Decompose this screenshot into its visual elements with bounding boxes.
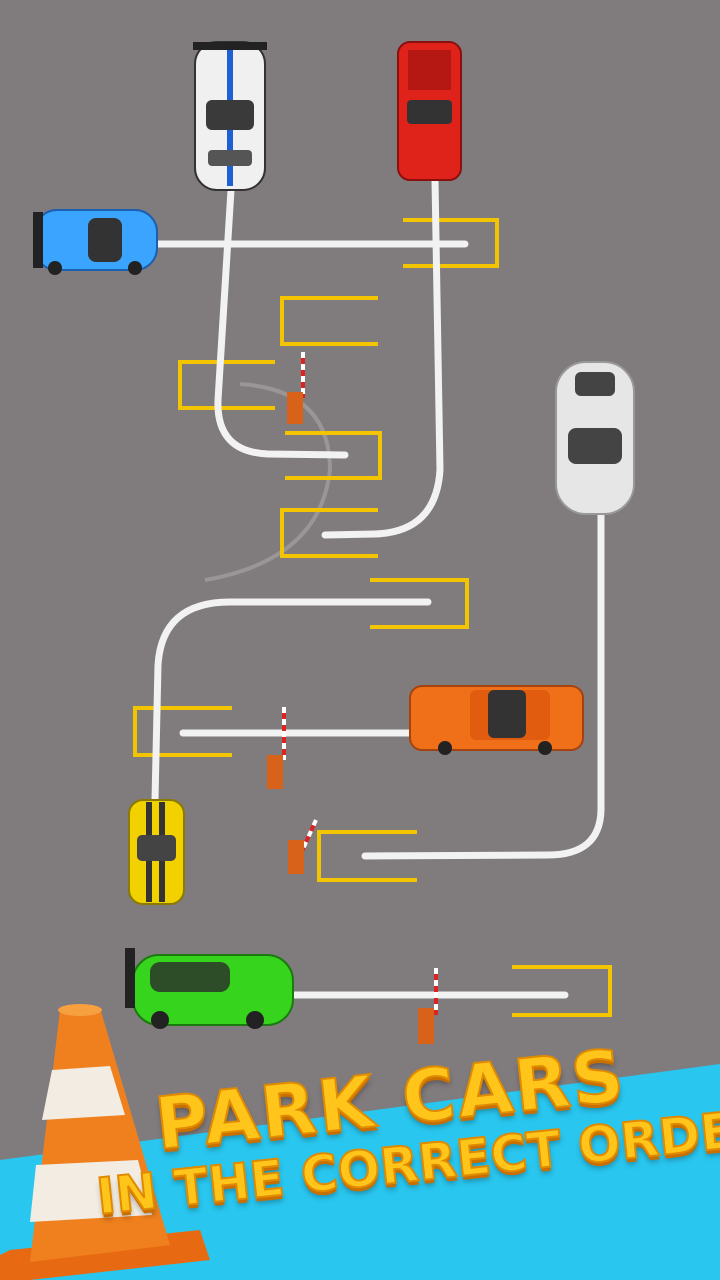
path-white-blue-car[interactable]: [214, 186, 349, 459]
parking-spot: [280, 296, 378, 346]
banner-background: [0, 1064, 720, 1280]
car-green[interactable]: [125, 948, 294, 1029]
parking-spot: [178, 360, 275, 410]
path-yellow-car[interactable]: [151, 598, 432, 804]
parking-spot: [403, 218, 499, 268]
car-blue[interactable]: [33, 209, 158, 275]
car-orange[interactable]: [409, 685, 584, 755]
car-white[interactable]: [555, 361, 635, 515]
car-yellow[interactable]: [128, 799, 185, 905]
boom-barrier-icon: [287, 352, 305, 424]
parking-spot: [280, 508, 378, 558]
boom-barrier-icon: [267, 707, 286, 789]
parking-spot: [512, 965, 612, 1017]
path-white-car[interactable]: [361, 511, 605, 860]
tire-mark: [204, 382, 333, 582]
parking-spot: [133, 706, 232, 757]
parking-spot: [370, 578, 469, 629]
path-red-pickup[interactable]: [321, 176, 444, 539]
parking-spot: [285, 431, 382, 480]
barriers: [267, 352, 438, 1044]
traffic-cone-icon: [0, 1004, 210, 1280]
boom-barrier-icon: [418, 968, 438, 1044]
parking-spots: [133, 218, 612, 1017]
car-white-blue-striped[interactable]: [193, 41, 267, 191]
car-red-pickup[interactable]: [397, 41, 462, 181]
drawn-paths[interactable]: [151, 176, 605, 999]
parking-spot: [317, 830, 417, 882]
boom-barrier-icon: [288, 819, 318, 874]
